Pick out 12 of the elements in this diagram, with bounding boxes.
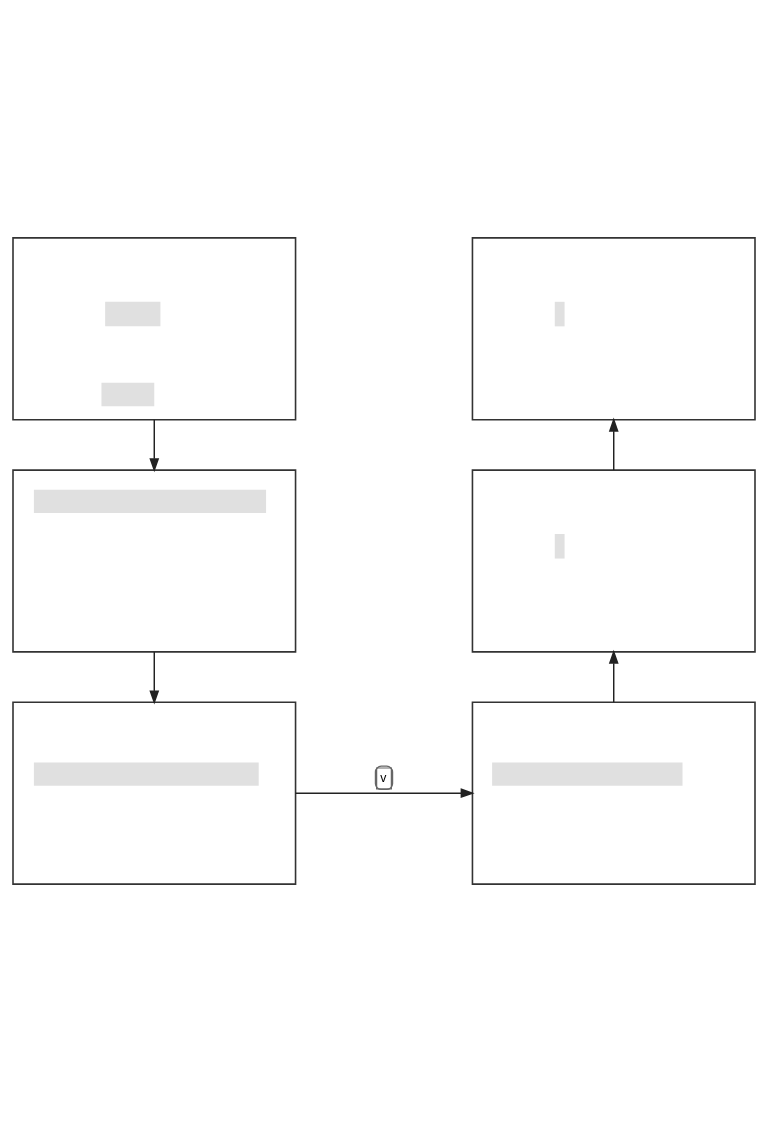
arrow [149, 651, 160, 705]
arrow [149, 419, 160, 473]
edge-label: v [380, 770, 387, 785]
node-box [12, 701, 297, 885]
node-box [471, 701, 756, 885]
node-box [471, 469, 756, 653]
node-box [12, 469, 297, 653]
arrow [608, 649, 619, 703]
node-box [12, 237, 297, 421]
arrow [608, 417, 619, 471]
node-box [471, 237, 756, 421]
arrow [294, 788, 475, 799]
